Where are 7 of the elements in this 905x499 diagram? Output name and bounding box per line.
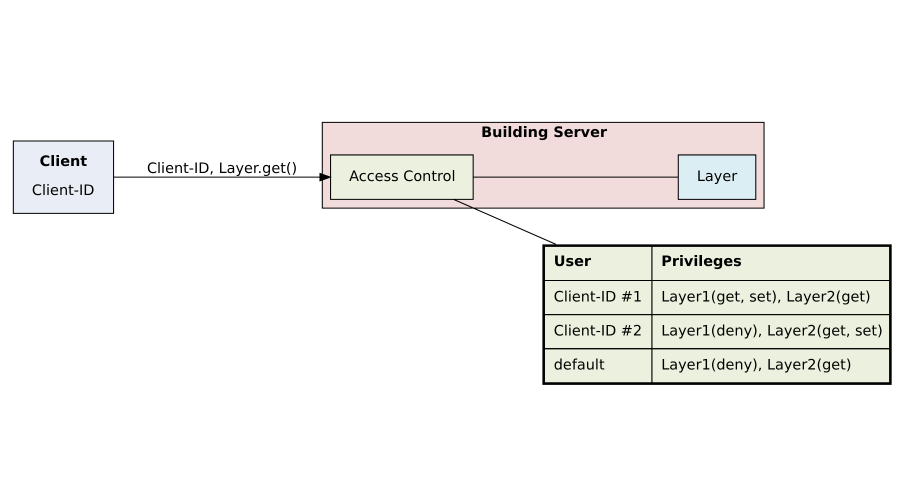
node-box: Access Control [330, 154, 474, 200]
node-box: Layer [678, 154, 756, 200]
connector [453, 198, 556, 245]
node-box: Client Client-ID [12, 140, 114, 214]
arrow [114, 172, 332, 182]
connector [474, 176, 678, 178]
edge-label: Client-ID, Layer.get() [146, 161, 298, 178]
